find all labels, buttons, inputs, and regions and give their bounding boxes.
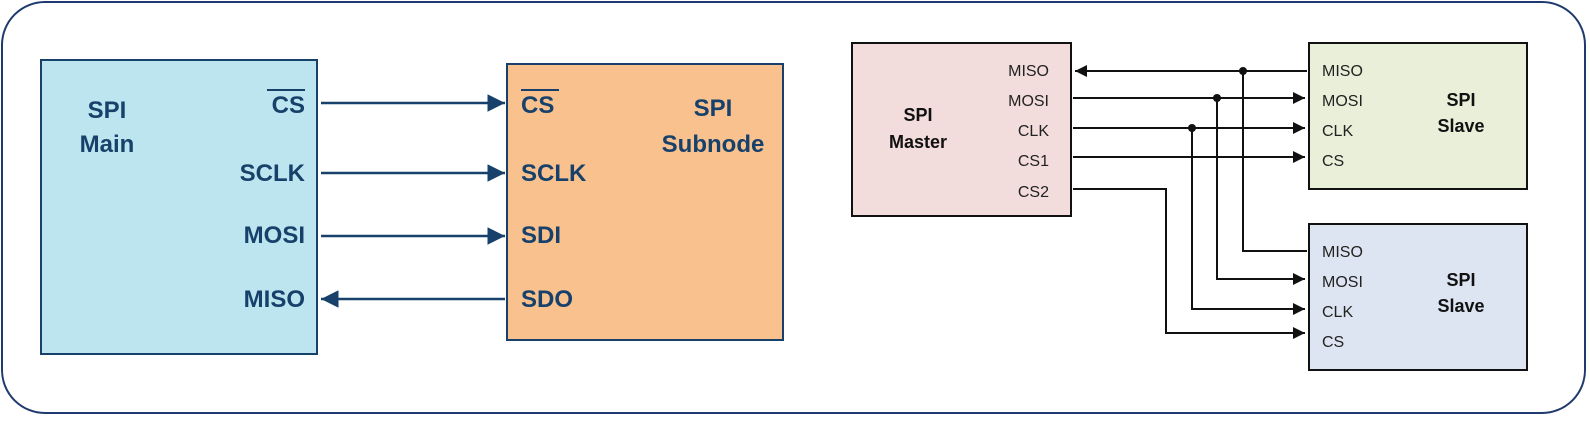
miso-slave2-line [1242,71,1307,252]
slave2-pin-mosi: MOSI [1322,274,1363,291]
sub-title-line2: Subnode [662,131,765,158]
left-signal-lines [321,94,505,308]
slave1-pin-miso: MISO [1322,63,1363,80]
slave2-title-line1: SPI [1446,270,1475,290]
right-signal-lines [1073,65,1307,339]
main-title-line1: SPI [88,97,127,124]
slave1-pin-clk: CLK [1322,123,1353,140]
spi-slave2-block: SPI Slave MISO MOSI CLK CS [1308,223,1528,371]
master-pin-mosi: MOSI [1008,93,1049,110]
junction-dots [1188,67,1247,132]
sub-pin-sdi: SDI [521,222,561,249]
sub-pin-cs: CS [521,92,554,119]
main-pin-sclk: SCLK [240,160,306,187]
slave2-title-line2: Slave [1437,296,1484,316]
spi-subnode-block: SPI Subnode CS SCLK SDI SDO [506,63,784,341]
slave1-title-line2: Slave [1437,116,1484,136]
miso-junction-dot [1239,67,1247,75]
main-title-line2: Main [80,131,135,158]
mosi-slave2-line [1216,98,1305,285]
spi-slave1-block: SPI Slave MISO MOSI CLK CS [1308,42,1528,190]
master-title-line2: Master [889,132,947,152]
slave2-pin-cs: CS [1322,334,1344,351]
cs2-line [1073,188,1305,339]
sub-pin-sclk: SCLK [521,160,587,187]
main-pin-miso: MISO [244,286,305,313]
master-pin-cs2: CS2 [1018,184,1049,201]
main-pin-mosi: MOSI [244,222,305,249]
clk-junction-dot [1188,124,1196,132]
master-pin-miso: MISO [1008,63,1049,80]
master-title-line1: SPI [903,105,932,125]
slave2-pin-clk: CLK [1322,304,1353,321]
sub-pin-sdo: SDO [521,286,573,313]
mosi-junction-dot [1213,94,1221,102]
spi-main-block: SPI Main CS SCLK MOSI MISO [40,59,318,355]
main-pin-cs: CS [272,92,305,119]
master-pin-cs1: CS1 [1018,153,1049,170]
clk-slave2-line [1191,128,1305,315]
spi-master-block: SPI Master MISO MOSI CLK CS1 CS2 [851,42,1072,217]
slave1-pin-cs: CS [1322,153,1344,170]
slave1-pin-mosi: MOSI [1322,93,1363,110]
slave2-pin-miso: MISO [1322,244,1363,261]
slave1-title-line1: SPI [1446,90,1475,110]
sub-title-line1: SPI [694,95,733,122]
master-pin-clk: CLK [1018,123,1049,140]
